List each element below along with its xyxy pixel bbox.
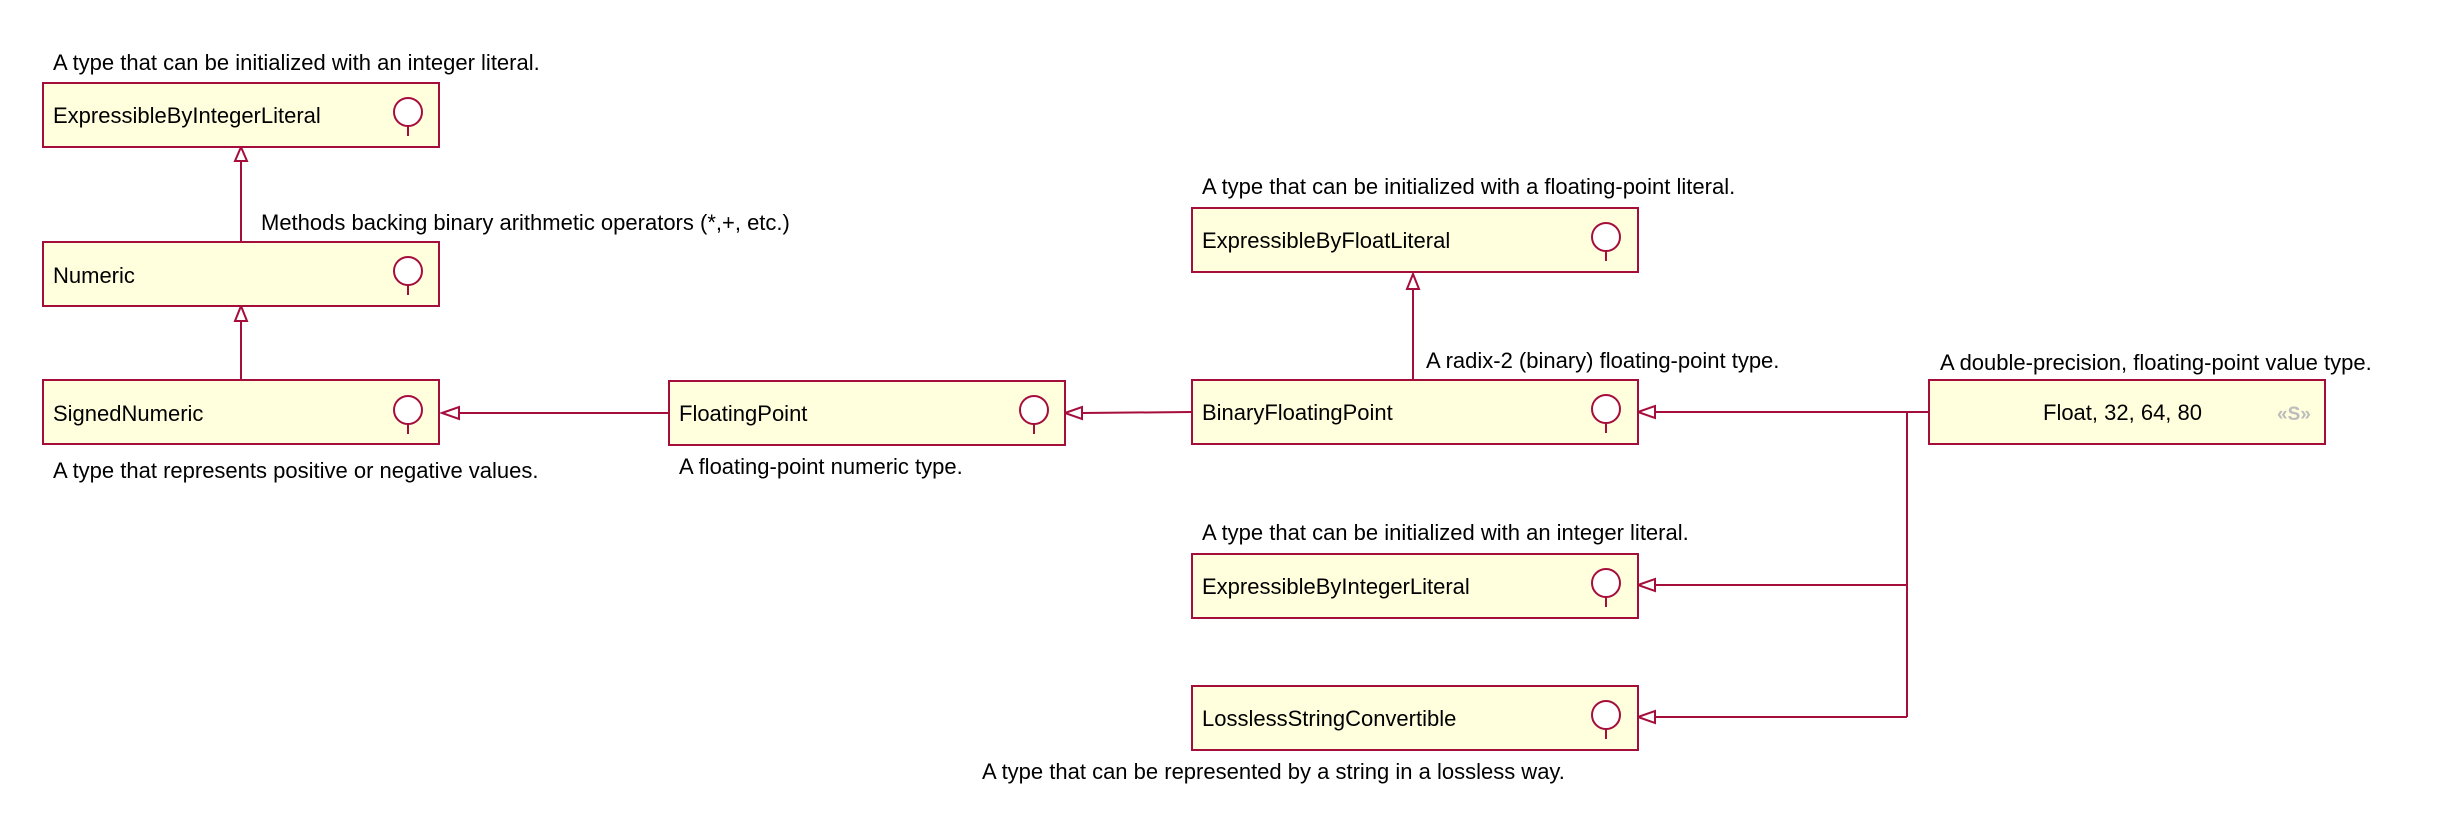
lollipop-icon [1019, 395, 1049, 434]
note-expressible-by-integer-literal-top: A type that can be initialized with an i… [53, 50, 540, 75]
box-lossless-string-convertible [1191, 685, 1639, 751]
arrowhead-expressible-float [1405, 271, 1421, 290]
arrowhead-expressible-int-top [233, 144, 249, 162]
box-expressible-by-integer-literal-right [1191, 553, 1639, 619]
node-expressible-by-integer-literal-top[interactable]: A type that can be initialized with an i… [42, 50, 540, 148]
node-floating-point[interactable]: FloatingPoint A floating-point numeric t… [668, 380, 1066, 479]
box-binary-floating-point [1191, 379, 1639, 445]
box-expressible-by-integer-literal-top [42, 82, 440, 148]
label-floating-point: FloatingPoint [679, 401, 807, 426]
arrowhead-floating-point [1061, 405, 1083, 421]
lollipop-icon [393, 395, 423, 434]
stereotype-struct-badge: «S» [2277, 404, 2311, 425]
note-floating-point: A floating-point numeric type. [679, 454, 963, 479]
label-signed-numeric: SignedNumeric [53, 401, 203, 426]
lollipop-icon [1591, 222, 1621, 261]
node-float-types[interactable]: A double-precision, floating-point value… [1928, 350, 2372, 445]
box-numeric [42, 241, 440, 307]
label-expressible-by-integer-literal-top: ExpressibleByIntegerLiteral [53, 103, 321, 128]
node-binary-floating-point[interactable]: A radix-2 (binary) floating-point type. … [1191, 348, 1779, 445]
label-lossless-string-convertible: LosslessStringConvertible [1202, 706, 1456, 731]
box-expressible-by-float-literal [1191, 207, 1639, 273]
arrowhead-binary-fp [1634, 404, 1656, 420]
node-numeric[interactable]: Methods backing binary arithmetic operat… [42, 210, 790, 307]
label-numeric: Numeric [53, 263, 135, 288]
note-numeric: Methods backing binary arithmetic operat… [261, 210, 790, 235]
note-lossless-string-convertible: A type that can be represented by a stri… [982, 759, 1565, 784]
note-expressible-by-float-literal: A type that can be initialized with a fl… [1202, 174, 1735, 199]
node-signed-numeric[interactable]: SignedNumeric A type that represents pos… [42, 379, 539, 483]
edge-binary-fp-to-floating-point [1081, 411, 1192, 414]
lollipop-icon [1591, 394, 1621, 433]
note-expressible-by-integer-literal-right: A type that can be initialized with an i… [1202, 520, 1689, 545]
box-float-types [1928, 379, 2326, 445]
note-binary-floating-point: A radix-2 (binary) floating-point type. [1426, 348, 1779, 373]
arrowhead-numeric [233, 303, 249, 322]
arrowhead-expressible-int-right [1634, 577, 1656, 593]
node-expressible-by-float-literal[interactable]: A type that can be initialized with a fl… [1191, 174, 1735, 273]
box-floating-point [668, 380, 1066, 446]
label-expressible-by-integer-literal-right: ExpressibleByIntegerLiteral [1202, 574, 1470, 599]
note-float-types: A double-precision, floating-point value… [1940, 350, 2372, 375]
note-signed-numeric: A type that represents positive or negat… [53, 458, 539, 483]
arrowhead-signed-numeric [438, 405, 460, 421]
arrowhead-lossless [1634, 709, 1656, 725]
label-float-types: Float, 32, 64, 80 [2043, 400, 2202, 425]
edges [233, 144, 1929, 725]
label-expressible-by-float-literal: ExpressibleByFloatLiteral [1202, 228, 1450, 253]
lollipop-icon [1591, 700, 1621, 739]
lollipop-icon [393, 97, 423, 136]
box-signed-numeric [42, 379, 440, 445]
lollipop-icon [393, 256, 423, 295]
lollipop-icon [1591, 568, 1621, 607]
node-lossless-string-convertible[interactable]: LosslessStringConvertible A type that ca… [982, 685, 1639, 784]
node-expressible-by-integer-literal-right[interactable]: A type that can be initialized with an i… [1191, 520, 1689, 619]
label-binary-floating-point: BinaryFloatingPoint [1202, 400, 1393, 425]
